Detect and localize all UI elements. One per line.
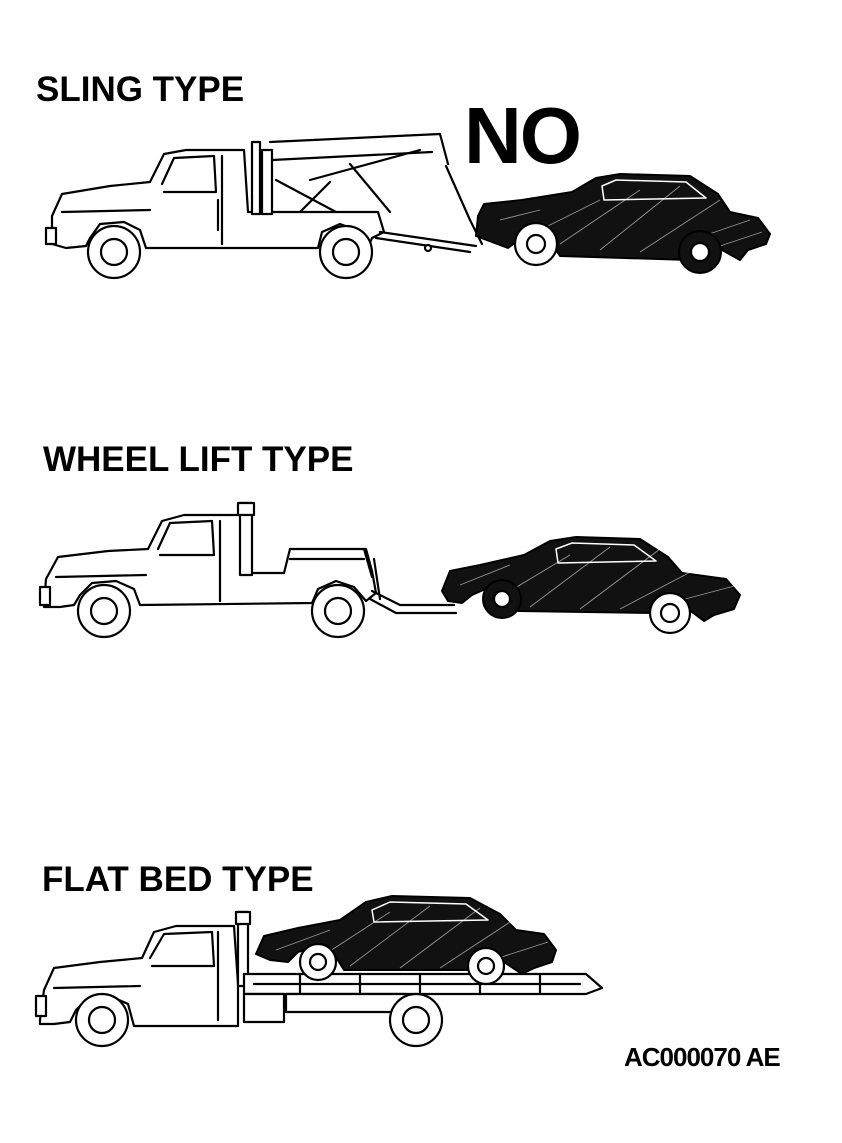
sling-tow-illustration: [44, 132, 771, 280]
tow-truck: [38, 501, 458, 639]
carried-car: [255, 895, 557, 986]
wheel-lift-tow-illustration: [38, 501, 741, 639]
figure-code: AC000070 AE: [624, 1042, 781, 1072]
tow-truck: [34, 910, 604, 1048]
flat-bed-type-label: FLAT BED TYPE: [42, 860, 314, 899]
tow-truck: [44, 132, 484, 280]
sling-type-label: SLING TYPE: [36, 70, 245, 109]
no-marker: NO: [464, 91, 582, 180]
wheel-lift-type-label: WHEEL LIFT TYPE: [43, 440, 354, 479]
flat-bed-tow-illustration: [34, 895, 604, 1048]
towed-car: [475, 173, 771, 274]
towed-car: [441, 536, 741, 635]
